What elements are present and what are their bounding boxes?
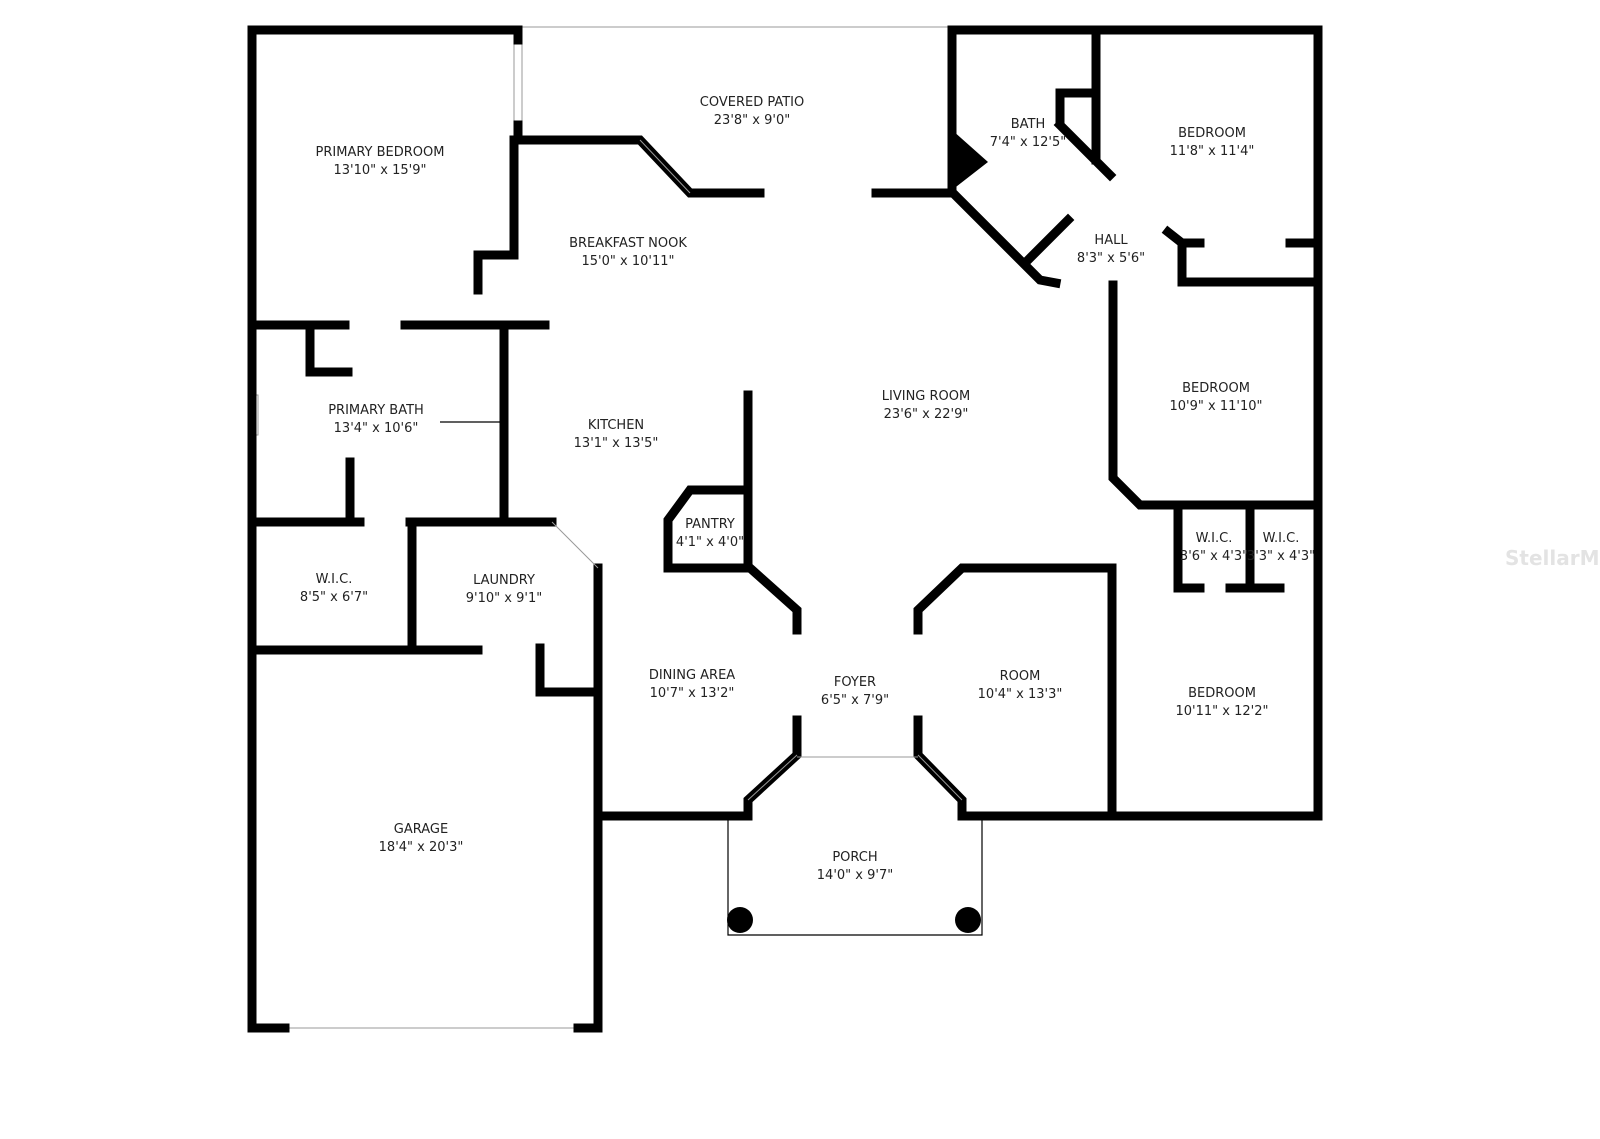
walls <box>247 25 1323 1033</box>
room-dimensions: 10'4" x 13'3" <box>977 687 1063 702</box>
room-dimensions: 3'3" x 4'3" <box>1246 549 1316 564</box>
room-name: DINING AREA <box>648 668 736 683</box>
room-dimensions: 7'4" x 12'5" <box>989 135 1067 150</box>
room-label: GARAGE 18'4" x 20'3" <box>379 821 464 857</box>
room-dimensions: 8'3" x 5'6" <box>1076 251 1146 266</box>
room-name: PRIMARY BATH <box>328 403 424 418</box>
room-name: HALL <box>1094 233 1128 248</box>
room-label: FOYER 6'5" x 7'9" <box>821 674 889 710</box>
room-dimensions: 9'10" x 9'1" <box>465 591 543 606</box>
room-label: W.I.C. 8'5" x 6'7" <box>300 571 368 607</box>
room-name: BEDROOM <box>1188 686 1256 701</box>
room-label: BEDROOM 11'8" x 11'4" <box>1170 125 1255 161</box>
room-name: PRIMARY BEDROOM <box>315 145 445 160</box>
room-label: PRIMARY BEDROOM 13'10" x 15'9" <box>316 144 445 180</box>
room-dimensions: 3'6" x 4'3" <box>1179 549 1249 564</box>
room-name: W.I.C. <box>315 572 353 587</box>
room-label: PORCH 14'0" x 9'7" <box>817 849 893 885</box>
room-name: BEDROOM <box>1178 126 1246 141</box>
room-dimensions: 18'4" x 20'3" <box>378 840 464 855</box>
room-label: W.I.C. 3'3" x 4'3" <box>1247 530 1315 566</box>
room-name: LIVING ROOM <box>881 389 971 404</box>
room-name: PANTRY <box>685 517 735 532</box>
room-label: BEDROOM 10'9" x 11'10" <box>1170 380 1263 416</box>
room-dimensions: 10'9" x 11'10" <box>1169 399 1263 414</box>
room-dimensions: 8'5" x 6'7" <box>299 590 369 605</box>
watermark: StellarMLS <box>1505 546 1600 570</box>
room-name: KITCHEN <box>587 418 645 433</box>
room-dimensions: 6'5" x 7'9" <box>820 693 890 708</box>
room-dimensions: 13'10" x 15'9" <box>333 163 427 178</box>
room-name: PORCH <box>832 850 878 865</box>
room-label: PANTRY 4'1" x 4'0" <box>676 516 744 552</box>
room-label: W.I.C. 3'6" x 4'3" <box>1180 530 1248 566</box>
room-label: LIVING ROOM 23'6" x 22'9" <box>882 388 970 424</box>
room-name: W.I.C. <box>1195 531 1233 546</box>
room-dimensions: 15'0" x 10'11" <box>581 254 675 269</box>
room-label: DINING AREA 10'7" x 13'2" <box>649 667 735 703</box>
room-dimensions: 11'8" x 11'4" <box>1169 144 1255 159</box>
room-label: PRIMARY BATH 13'4" x 10'6" <box>328 402 424 438</box>
room-label: BREAKFAST NOOK 15'0" x 10'11" <box>569 235 687 271</box>
room-name: BREAKFAST NOOK <box>569 236 687 251</box>
porch-column <box>955 907 981 933</box>
room-label: BATH 7'4" x 12'5" <box>990 116 1066 152</box>
room-name: LAUNDRY <box>473 573 535 588</box>
room-dimensions: 10'7" x 13'2" <box>649 686 735 701</box>
room-dimensions: 23'6" x 22'9" <box>883 407 969 422</box>
room-name: BATH <box>1010 117 1046 132</box>
room-label: HALL 8'3" x 5'6" <box>1077 232 1145 268</box>
room-name: COVERED PATIO <box>699 95 805 110</box>
porch-outline <box>727 816 983 936</box>
room-dimensions: 10'11" x 12'2" <box>1175 704 1269 719</box>
room-name: W.I.C. <box>1262 531 1300 546</box>
room-dimensions: 13'4" x 10'6" <box>333 421 419 436</box>
room-dimensions: 4'1" x 4'0" <box>675 535 745 550</box>
porch-column <box>727 907 753 933</box>
room-label: KITCHEN 13'1" x 13'5" <box>574 417 659 453</box>
room-name: FOYER <box>833 675 877 690</box>
room-dimensions: 14'0" x 9'7" <box>816 868 894 883</box>
room-label: COVERED PATIO 23'8" x 9'0" <box>700 94 804 130</box>
room-label: ROOM 10'4" x 13'3" <box>978 668 1063 704</box>
room-label: BEDROOM 10'11" x 12'2" <box>1176 685 1269 721</box>
room-name: BEDROOM <box>1182 381 1250 396</box>
room-dimensions: 23'8" x 9'0" <box>713 113 791 128</box>
room-name: ROOM <box>999 669 1041 684</box>
room-name: GARAGE <box>393 822 449 837</box>
room-dimensions: 13'1" x 13'5" <box>573 436 659 451</box>
room-label: LAUNDRY 9'10" x 9'1" <box>466 572 542 608</box>
